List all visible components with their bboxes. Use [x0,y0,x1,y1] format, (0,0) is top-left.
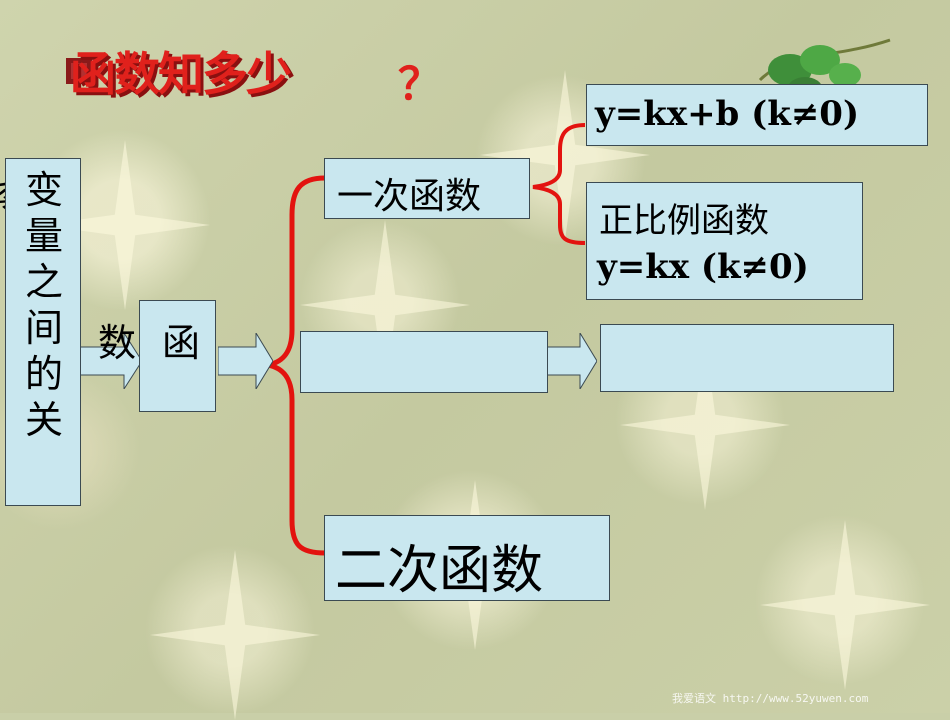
arrow-right-icon [80,333,142,389]
arrow-right-icon [218,333,273,389]
variable-relation-box: 变量之间的关 [5,158,81,506]
quadratic-function-label: 二次函数 [335,541,544,601]
blank-result-box [600,324,894,392]
function-box [139,300,216,412]
star-decoration-icon [300,220,470,390]
star-decoration-icon [620,340,790,510]
blank-function-box [300,331,548,393]
proportional-function-box: 正比例函数 y=kx (k≠0) [586,182,863,300]
linear-function-label: 一次函数 [337,176,482,217]
title-question-mark: ？ [398,59,442,110]
arrow-right-icon [547,333,597,389]
title-bullet-icon [66,58,92,84]
variable-relation-text: 变量之间的关 [24,168,63,442]
star-decoration-icon [150,550,320,720]
star-decoration-icon [760,520,930,690]
proportional-function-name: 正比例函数 [599,201,769,241]
function-label-right: 函 [162,321,201,365]
linear-bracket [532,123,586,245]
watermark-text: 我爱语文 http://www.52yuwen.com [672,692,869,705]
star-decoration-icon [40,140,210,310]
linear-function-box: 一次函数 [324,158,530,219]
proportional-function-formula: y=kx (k≠0) [597,247,809,287]
quadratic-function-box: 二次函数 [324,515,610,601]
star-decoration-icon [480,70,650,240]
linear-formula-text: y=kx+b (k≠0) [595,94,860,134]
function-label-left: 数 [98,321,137,365]
title-text: 函数知多少 [70,47,292,101]
linear-formula-box: y=kx+b (k≠0) [586,84,928,146]
